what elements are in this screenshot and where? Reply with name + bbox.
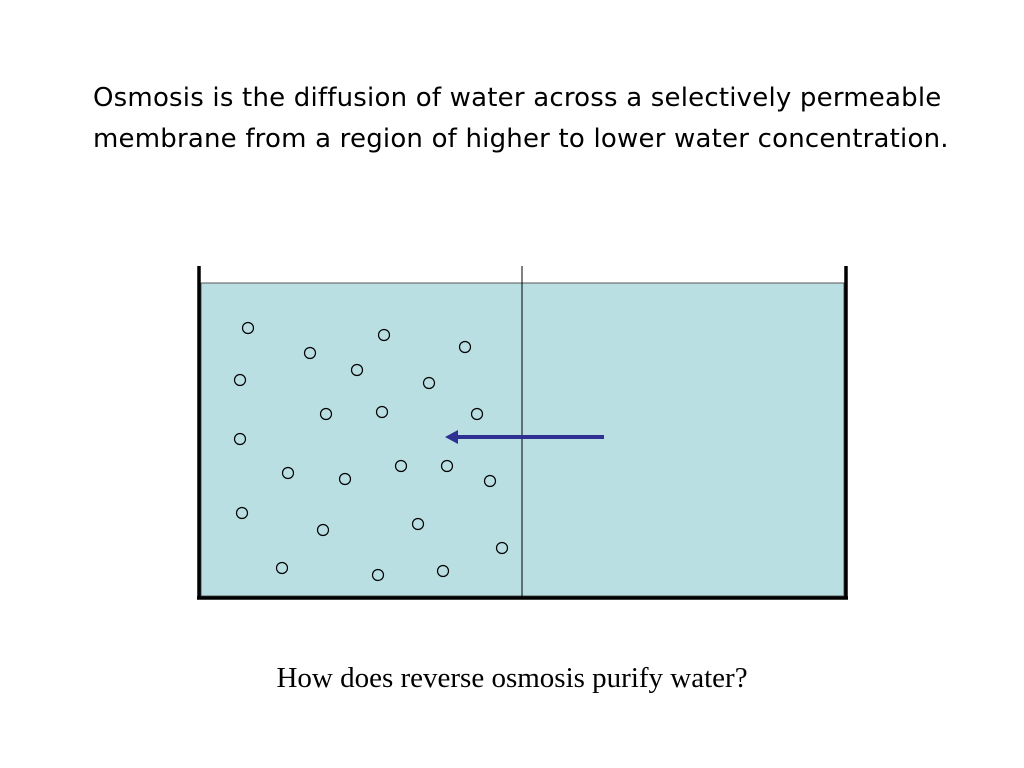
solute-particle	[316, 523, 330, 537]
solute-particle	[440, 459, 454, 473]
solute-particle	[338, 472, 352, 486]
solute-particle	[411, 517, 425, 531]
solute-particle	[319, 407, 333, 421]
solute-particle	[394, 459, 408, 473]
solute-particle	[483, 474, 497, 488]
water-flow-arrow-head	[445, 430, 458, 444]
solute-particle	[495, 541, 509, 555]
solute-particle	[233, 432, 247, 446]
solute-particle	[233, 373, 247, 387]
water-flow-arrow	[445, 430, 604, 444]
solute-particle	[470, 407, 484, 421]
solute-particle	[241, 321, 255, 335]
solute-particle	[281, 466, 295, 480]
reverse-osmosis-question: How does reverse osmosis purify water?	[276, 662, 748, 694]
solute-particle	[371, 568, 385, 582]
solute-particle	[303, 346, 317, 360]
solute-particle	[436, 564, 450, 578]
solute-particle	[458, 340, 472, 354]
solute-particle	[350, 363, 364, 377]
solute-particle	[275, 561, 289, 575]
solute-particle	[375, 405, 389, 419]
solute-particle	[235, 506, 249, 520]
osmosis-definition: Osmosis is the diffusion of water across…	[93, 83, 949, 154]
solute-particle	[377, 328, 391, 342]
solute-particles	[233, 321, 509, 582]
solute-particle	[422, 376, 436, 390]
